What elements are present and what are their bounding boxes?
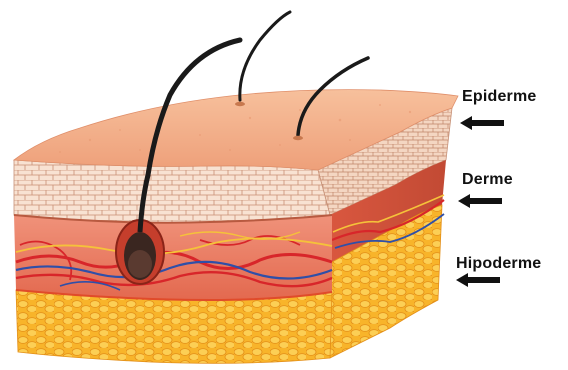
hair-pore-1	[235, 102, 245, 106]
hypodermis-front	[16, 290, 332, 363]
arrow-left-icon	[456, 193, 504, 209]
label-hypodermis: Hipoderme	[456, 255, 541, 273]
arrow-left-icon	[458, 115, 506, 131]
epidermis-front	[14, 160, 330, 223]
hair-2	[240, 12, 290, 100]
front-face	[14, 160, 332, 363]
hair-pore-2	[293, 136, 303, 140]
arrow-left-icon	[454, 272, 502, 288]
label-dermis: Derme	[462, 171, 513, 189]
label-epidermis: Epiderme	[462, 88, 537, 106]
